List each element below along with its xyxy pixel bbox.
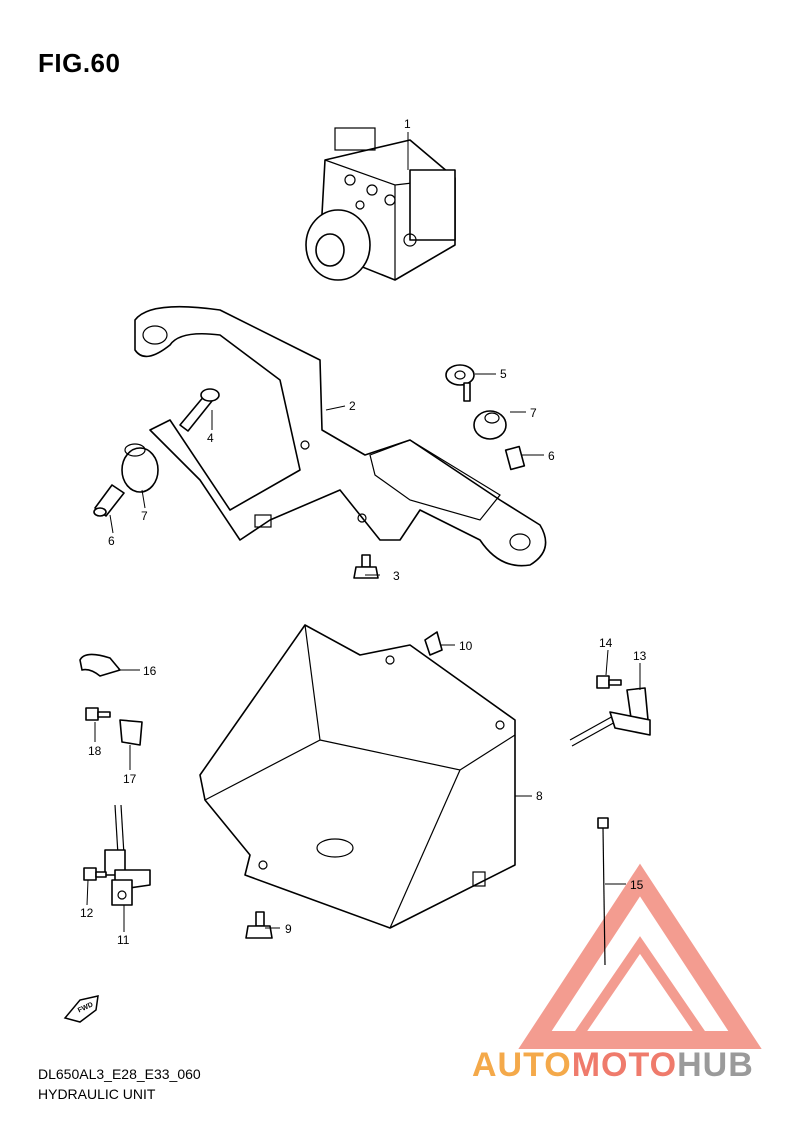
diagram-name: HYDRAULIC UNIT [38,1086,156,1102]
diagram-code: DL650AL3_E28_E33_060 [38,1066,201,1082]
watermark-part1: AUTO [472,1046,572,1084]
watermark-logo [518,863,762,1049]
part-4-bolt [179,388,220,432]
callout-17: 17 [123,772,137,786]
part-1-hydraulic-unit [305,127,456,281]
part-17-clamp [119,719,143,746]
callout-9: 9 [285,922,292,936]
part-7-grommet-right [473,410,507,440]
callout-16: 16 [143,664,157,678]
callout-6b: 6 [548,449,555,463]
callout-13: 13 [633,649,647,663]
callout-3: 3 [393,569,400,583]
part-16-clamp [79,653,121,677]
callout-12: 12 [80,906,94,920]
callout-8: 8 [536,789,543,803]
part-18-bolt [85,707,111,721]
figure-title: FIG.60 [38,48,121,78]
watermark-text: AUTOMOTOHUB [472,1046,754,1085]
part-15-cable-tie [597,817,609,966]
part-7-grommet-left [121,443,159,493]
callout-10: 10 [459,639,473,653]
leader-lines [86,132,641,932]
part-2-bracket [134,305,547,567]
part-6-collar-left [93,484,125,517]
part-13-speed-sensor [569,687,651,747]
callout-14: 14 [599,636,613,650]
part-14-bolt [596,675,622,689]
callout-15: 15 [630,878,644,892]
callout-7b: 7 [530,406,537,420]
part-11-speed-sensor [104,804,151,906]
callout-11: 11 [117,933,130,947]
callout-18: 18 [88,744,102,758]
part-8-tray [199,624,516,929]
callout-2: 2 [349,399,356,413]
part-10-clip [424,631,443,656]
watermark-part2: MOTO [571,1046,678,1084]
part-5-bolt [445,364,475,402]
callout-5: 5 [500,367,507,381]
part-9-bolt [245,911,273,939]
part-6-collar-right [504,445,526,471]
part-12-bolt [83,867,107,881]
callout-7a: 7 [141,509,148,523]
callout-1: 1 [404,117,411,131]
fwd-arrow-icon: FWD [63,995,99,1023]
callout-4: 4 [207,431,214,445]
watermark-part3: HUB [677,1046,754,1084]
callout-6a: 6 [108,534,115,548]
callout-labels: 1 2 3 4 5 6 6 7 7 8 9 10 11 12 13 14 15 … [80,117,647,947]
